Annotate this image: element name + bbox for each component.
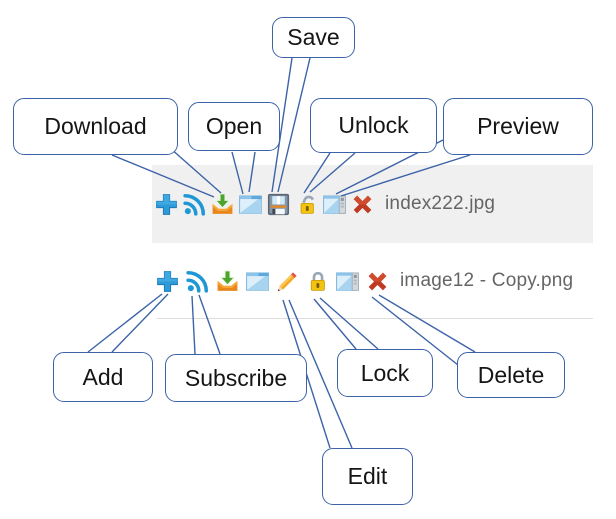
save-icon[interactable] [266, 192, 291, 217]
callout-delete: Delete [457, 352, 565, 398]
toolbar-row1 [154, 192, 375, 217]
delete-icon[interactable] [350, 192, 375, 217]
filename-label: index222.jpg [385, 193, 496, 214]
preview-icon[interactable] [322, 192, 347, 217]
download-icon[interactable] [215, 269, 240, 294]
file-row-index222[interactable]: index222.jpg [152, 165, 593, 243]
callout-subscribe: Subscribe [165, 354, 307, 402]
edit-icon[interactable] [275, 269, 300, 294]
callout-save: Save [272, 17, 355, 58]
filename-label: image12 - Copy.png [400, 270, 574, 291]
file-row-image12-copy[interactable]: image12 - Copy.png [155, 262, 616, 300]
subscribe-icon[interactable] [182, 192, 207, 217]
callout-edit: Edit [322, 448, 413, 505]
open-icon[interactable] [245, 269, 270, 294]
add-icon[interactable] [154, 192, 179, 217]
unlock-icon[interactable] [294, 192, 319, 217]
preview-icon[interactable] [335, 269, 360, 294]
row-divider [157, 318, 593, 319]
open-icon[interactable] [238, 192, 263, 217]
add-icon[interactable] [155, 269, 180, 294]
callout-download: Download [13, 98, 178, 155]
download-icon[interactable] [210, 192, 235, 217]
callout-lock: Lock [337, 349, 433, 397]
lock-icon[interactable] [305, 269, 330, 294]
callout-open: Open [188, 102, 280, 151]
callout-add: Add [53, 352, 153, 402]
toolbar-row2 [155, 269, 390, 294]
subscribe-icon[interactable] [185, 269, 210, 294]
delete-icon[interactable] [365, 269, 390, 294]
callout-unlock: Unlock [310, 98, 437, 153]
callout-preview: Preview [443, 98, 593, 155]
